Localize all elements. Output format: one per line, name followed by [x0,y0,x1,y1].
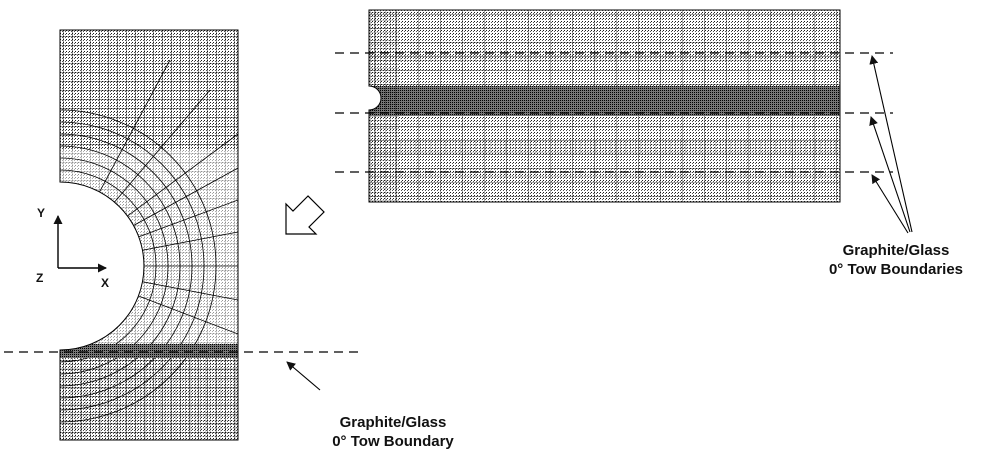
tow-boundaries-label: Graphite/Glass 0° Tow Boundaries [806,242,986,280]
right-tow-boundary-lines [335,52,893,173]
tow-boundary-label-line1: Graphite/Glass [339,414,447,431]
hole-mesh-detail [60,30,238,440]
right-callout-arrows [869,55,913,234]
coordinate-axes [53,215,107,273]
zoom-arrow-icon [285,195,325,235]
left-callout-arrow [286,361,321,391]
tow-boundary-label-line2: 0° Tow Boundary [332,432,454,450]
tow-boundaries-label-line2: 0° Tow Boundaries [828,260,964,278]
axis-label-x: X [101,276,110,290]
axis-label-y: Y [37,206,46,220]
tow-boundary-label: Graphite/Glass 0° Tow Boundary [303,414,483,452]
tow-boundaries-label-line1: Graphite/Glass [842,242,950,259]
specimen-outline [368,9,841,203]
hole-edge-outline [59,29,239,441]
axis-label-z: Z [36,271,44,285]
specimen-mesh-overview [369,10,840,202]
